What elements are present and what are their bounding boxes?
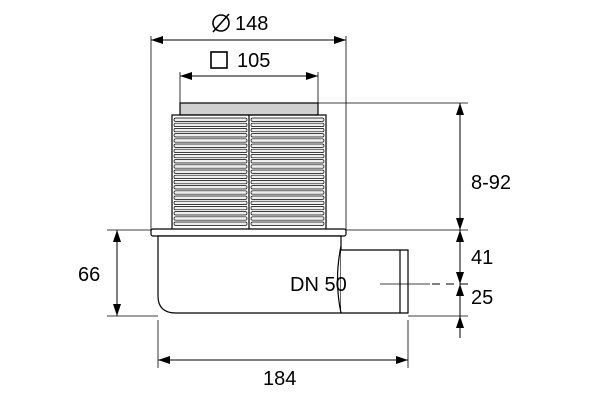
right-vertical-dimensions: 8-92 41 25 (318, 102, 511, 338)
riser-rib (250, 180, 325, 185)
square-arrow-right (306, 72, 318, 80)
riser-rib (173, 174, 248, 179)
diameter-arrow-left (151, 36, 163, 44)
diameter-dimension: 148 (150, 13, 347, 232)
riser-rib (250, 138, 325, 143)
riser-rib (250, 221, 325, 226)
outlet-collar (336, 245, 342, 314)
riser-rib (173, 216, 248, 221)
outlet-center-value: 25 (471, 287, 493, 309)
riser-rib (250, 216, 325, 221)
diameter-symbol-icon (212, 13, 230, 33)
riser-rib (250, 122, 325, 127)
riser-rib (250, 169, 325, 174)
riser-rib (250, 174, 325, 179)
riser-rib (173, 169, 248, 174)
drain-bowl (157, 235, 342, 314)
left-height-value: 66 (78, 264, 100, 286)
riser-rib (173, 180, 248, 185)
riser-rib (173, 164, 248, 169)
drain-body (150, 102, 409, 314)
riser-rib (173, 159, 248, 164)
outlet-top-arrow-top (456, 230, 464, 242)
riser-rib (250, 143, 325, 148)
grate-cap (179, 102, 319, 116)
riser-rib (173, 117, 248, 122)
outlet-center-arrow-top (456, 284, 464, 296)
riser-rib (173, 211, 248, 216)
riser-rib (173, 122, 248, 127)
riser-rib (250, 154, 325, 159)
riser-rib (250, 190, 325, 195)
riser-rib (250, 164, 325, 169)
riser-rib (173, 154, 248, 159)
outlet-center-arrow-bottom (456, 316, 464, 328)
riser-rib (250, 211, 325, 216)
left-height-arrow-top (113, 230, 121, 242)
riser-rib (250, 195, 325, 200)
diameter-value: 148 (235, 13, 268, 35)
riser-rib (250, 185, 325, 190)
riser-rib (250, 133, 325, 138)
riser-rib (250, 159, 325, 164)
square-arrow-left (180, 72, 192, 80)
riser-rib (173, 221, 248, 226)
riser-rib (173, 148, 248, 153)
base-flange (150, 228, 347, 237)
riser-rib (173, 133, 248, 138)
riser-rib (173, 143, 248, 148)
riser-ribs (173, 117, 325, 226)
width-value: 184 (263, 368, 296, 390)
outlet-label: DN 50 (290, 274, 347, 296)
left-height-arrow-bottom (113, 304, 121, 316)
square-symbol-icon (210, 51, 228, 69)
height-adjust-value: 8-92 (471, 172, 511, 194)
riser-rib (173, 128, 248, 133)
riser-rib (173, 138, 248, 143)
square-dimension: 105 (179, 50, 319, 110)
riser-rib (250, 148, 325, 153)
square-value: 105 (237, 50, 270, 72)
height-adjust-arrow-bottom (456, 218, 464, 230)
riser-rib (250, 200, 325, 205)
left-height-dimension: 66 (78, 229, 158, 317)
riser-rib (173, 206, 248, 211)
riser-rib (250, 206, 325, 211)
diameter-arrow-right (334, 36, 346, 44)
outlet-top-value: 41 (471, 247, 493, 269)
riser-rib (173, 200, 248, 205)
riser-rib (173, 185, 248, 190)
riser-rib (173, 195, 248, 200)
outlet-pipe (341, 249, 409, 314)
overall-width-dimension: 184 (157, 320, 409, 390)
height-adjust-arrow-top (456, 103, 464, 115)
riser-rib (250, 117, 325, 122)
riser-rib (250, 128, 325, 133)
riser-rib (173, 190, 248, 195)
width-arrow-right (396, 356, 408, 364)
outlet-top-arrow-bottom (456, 272, 464, 284)
width-arrow-left (158, 356, 170, 364)
